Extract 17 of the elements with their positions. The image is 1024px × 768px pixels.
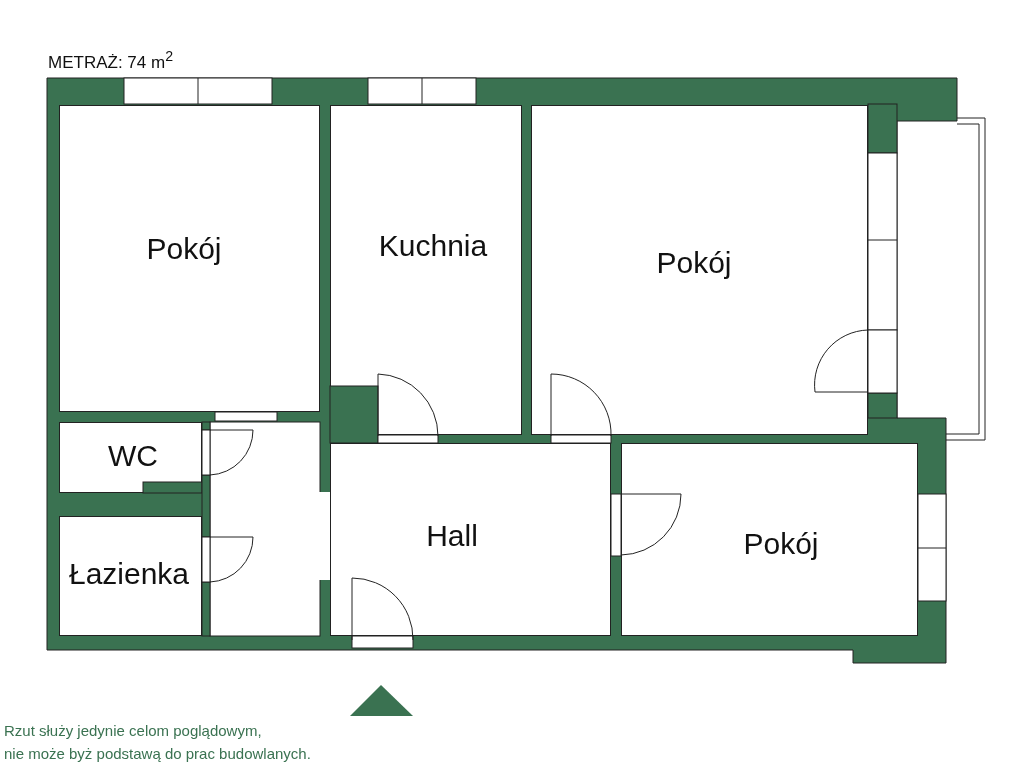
disclaimer-note: Rzut służy jedynie celom poglądowym, — [4, 722, 262, 739]
room-label: Pokój — [656, 248, 732, 278]
disclaimer-note: nie może byż podstawą do prac budowlanych. — [4, 745, 311, 762]
room-area — [330, 443, 611, 636]
room-area — [330, 105, 522, 435]
room-area — [59, 422, 202, 493]
room-label: Łazienka — [68, 559, 190, 589]
room-area — [59, 516, 202, 636]
room-label: Pokój — [743, 529, 819, 559]
room-area — [531, 105, 868, 435]
room-area — [621, 443, 918, 636]
room-label: Kuchnia — [378, 231, 488, 261]
room-area — [59, 105, 320, 412]
room-label: Hall — [426, 521, 478, 551]
room-label: WC — [108, 441, 158, 471]
room-label: Pokój — [146, 234, 222, 264]
area-label: METRAŻ: 74 m$^{2}$ — [48, 48, 173, 73]
